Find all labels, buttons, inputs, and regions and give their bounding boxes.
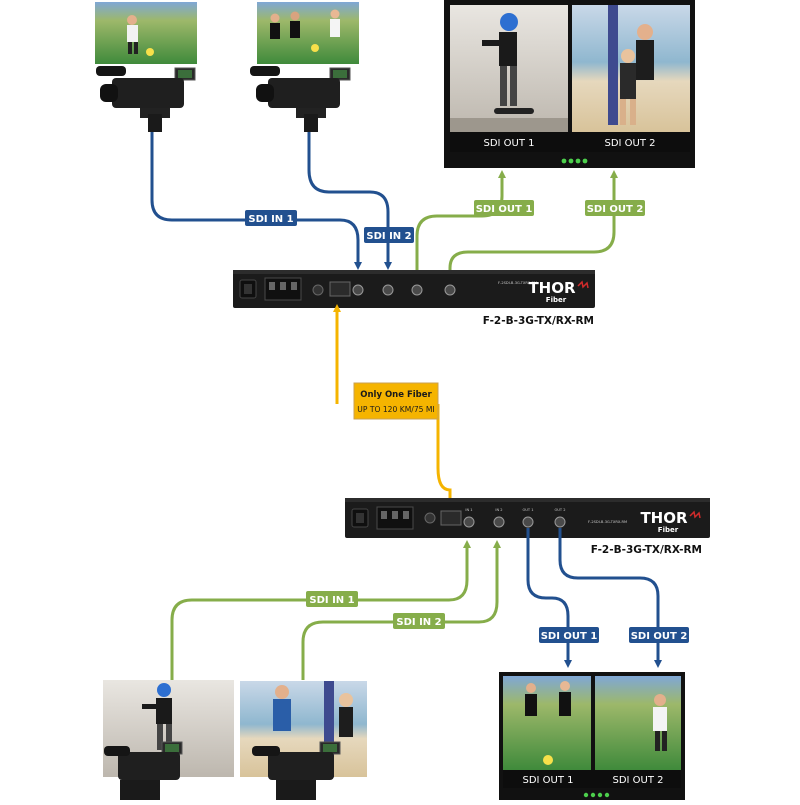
camcorder-icon bbox=[96, 66, 196, 132]
port-label-in-1: IN 1 bbox=[465, 508, 472, 512]
label-bottom-sdi-out-2: SDI OUT 2 bbox=[629, 627, 689, 643]
camcorder-icon bbox=[252, 741, 341, 800]
label-top-sdi-out-2: SDI OUT 2 bbox=[585, 200, 645, 216]
port-label-out-1: OUT 1 bbox=[522, 508, 533, 512]
monitor-bottom-label-1: SDI OUT 1 bbox=[522, 775, 573, 786]
thor-logo: THOR bbox=[528, 279, 576, 297]
monitor-bottom-screen-1 bbox=[503, 676, 591, 770]
monitor-top-leds bbox=[561, 158, 588, 164]
device-top: F-2SDI-B-3G-TXRX-RM THOR Fiber bbox=[233, 270, 595, 308]
camera-bottom-2 bbox=[240, 681, 367, 800]
monitor-bottom-screen-2 bbox=[595, 676, 681, 770]
svg-text:SDI OUT 2: SDI OUT 2 bbox=[587, 204, 644, 215]
svg-text:SDI IN 2: SDI IN 2 bbox=[396, 617, 441, 628]
device-top-model: F-2-B-3G-TX/RX-RM bbox=[483, 315, 594, 327]
svg-text:SDI OUT 1: SDI OUT 1 bbox=[476, 204, 533, 215]
svg-text:SDI IN 1: SDI IN 1 bbox=[248, 214, 293, 225]
camcorder-icon bbox=[104, 741, 183, 800]
wire-top-sdi-in-1 bbox=[150, 132, 362, 270]
photo-soccer-match bbox=[257, 2, 359, 64]
svg-text:SDI OUT 2: SDI OUT 2 bbox=[631, 631, 688, 642]
fiber-callout-title: Only One Fiber bbox=[360, 390, 432, 400]
fiber-callout-range: UP TO 120 KM/75 MI bbox=[357, 405, 434, 414]
camera-bottom-1 bbox=[103, 680, 234, 800]
thor-logo-bolt-icon bbox=[577, 280, 589, 289]
camcorder-icon bbox=[250, 66, 351, 132]
thor-logo: THOR bbox=[640, 509, 688, 527]
svg-text:SDI OUT 1: SDI OUT 1 bbox=[541, 631, 598, 642]
device-bottom-panel-text: F-2SDI-B-3G-TXRX-RM bbox=[588, 520, 627, 524]
thor-logo-sub: Fiber bbox=[658, 526, 679, 534]
monitor-top-label-2: SDI OUT 2 bbox=[604, 138, 655, 149]
label-top-sdi-in-1: SDI IN 1 bbox=[245, 210, 297, 226]
thor-logo-sub: Fiber bbox=[546, 296, 567, 304]
label-bottom-sdi-in-2: SDI IN 2 bbox=[393, 613, 445, 629]
device-top-panel-text: F-2SDI-B-3G-TXRX-RM bbox=[498, 281, 537, 285]
monitor-bottom-label-2: SDI OUT 2 bbox=[612, 775, 663, 786]
wire-top-sdi-out-2 bbox=[448, 170, 618, 290]
wire-bottom-sdi-in-1 bbox=[170, 540, 471, 680]
label-bottom-sdi-out-1: SDI OUT 1 bbox=[539, 627, 599, 643]
label-top-sdi-in-2: SDI IN 2 bbox=[364, 227, 414, 243]
monitor-bottom-leds bbox=[583, 792, 610, 798]
svg-text:SDI IN 2: SDI IN 2 bbox=[366, 231, 411, 242]
label-top-sdi-out-1: SDI OUT 1 bbox=[474, 200, 534, 216]
monitor-top-screen-2 bbox=[572, 5, 690, 132]
device-bottom-model: F-2-B-3G-TX/RX-RM bbox=[591, 544, 702, 556]
svg-text:SDI IN 1: SDI IN 1 bbox=[309, 595, 354, 606]
monitor-bottom: SDI OUT 1 SDI OUT 2 bbox=[499, 672, 685, 800]
monitor-top: SDI OUT 1 SDI OUT 2 bbox=[444, 0, 695, 168]
thor-logo-bolt-icon bbox=[689, 510, 701, 519]
wire-bottom-sdi-out-1 bbox=[526, 528, 572, 668]
photo-soccer-player bbox=[95, 2, 197, 64]
fiber-callout: Only One Fiber UP TO 120 KM/75 MI bbox=[353, 382, 439, 420]
device-bottom: IN 1 IN 2 OUT 1 OUT 2 F-2SDI-B-3G-TXRX-R… bbox=[345, 498, 710, 538]
wire-top-sdi-in-2 bbox=[307, 132, 392, 270]
camera-top-1 bbox=[95, 2, 197, 132]
monitor-top-label-1: SDI OUT 1 bbox=[483, 138, 534, 149]
port-label-out-2: OUT 2 bbox=[554, 508, 565, 512]
monitor-top-screen-1 bbox=[450, 5, 568, 132]
wire-bottom-sdi-out-2 bbox=[558, 528, 662, 668]
camera-top-2 bbox=[250, 2, 359, 132]
port-label-in-2: IN 2 bbox=[495, 508, 502, 512]
label-bottom-sdi-in-1: SDI IN 1 bbox=[306, 591, 358, 607]
wire-fiber-down bbox=[436, 404, 454, 514]
